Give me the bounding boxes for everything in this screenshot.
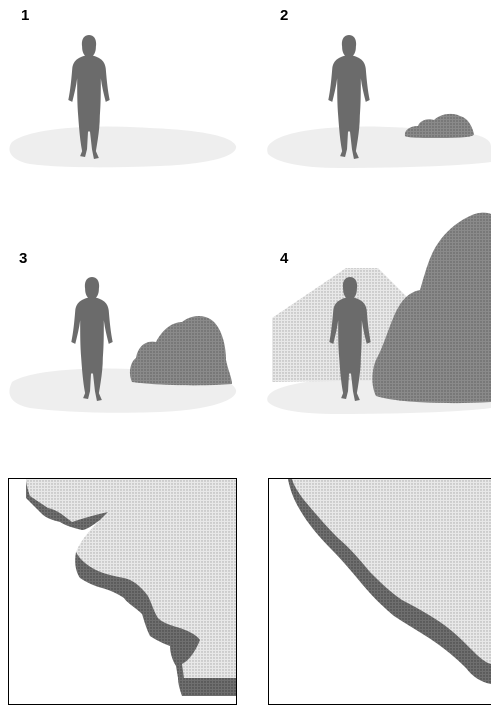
ground-patch [9,127,236,168]
panel-2-number: 2 [280,7,288,24]
panel-3 [9,277,236,413]
bush-shape [405,114,474,138]
panel-2 [267,35,491,168]
bush-shape [130,316,232,385]
panel-4 [267,213,491,414]
edge-detail-left [9,479,237,705]
edge-detail-right [269,479,491,705]
panel-1-number: 1 [21,7,29,24]
panel-4-number: 4 [280,250,288,267]
panel-1 [9,35,236,167]
panel-3-number: 3 [19,250,27,267]
